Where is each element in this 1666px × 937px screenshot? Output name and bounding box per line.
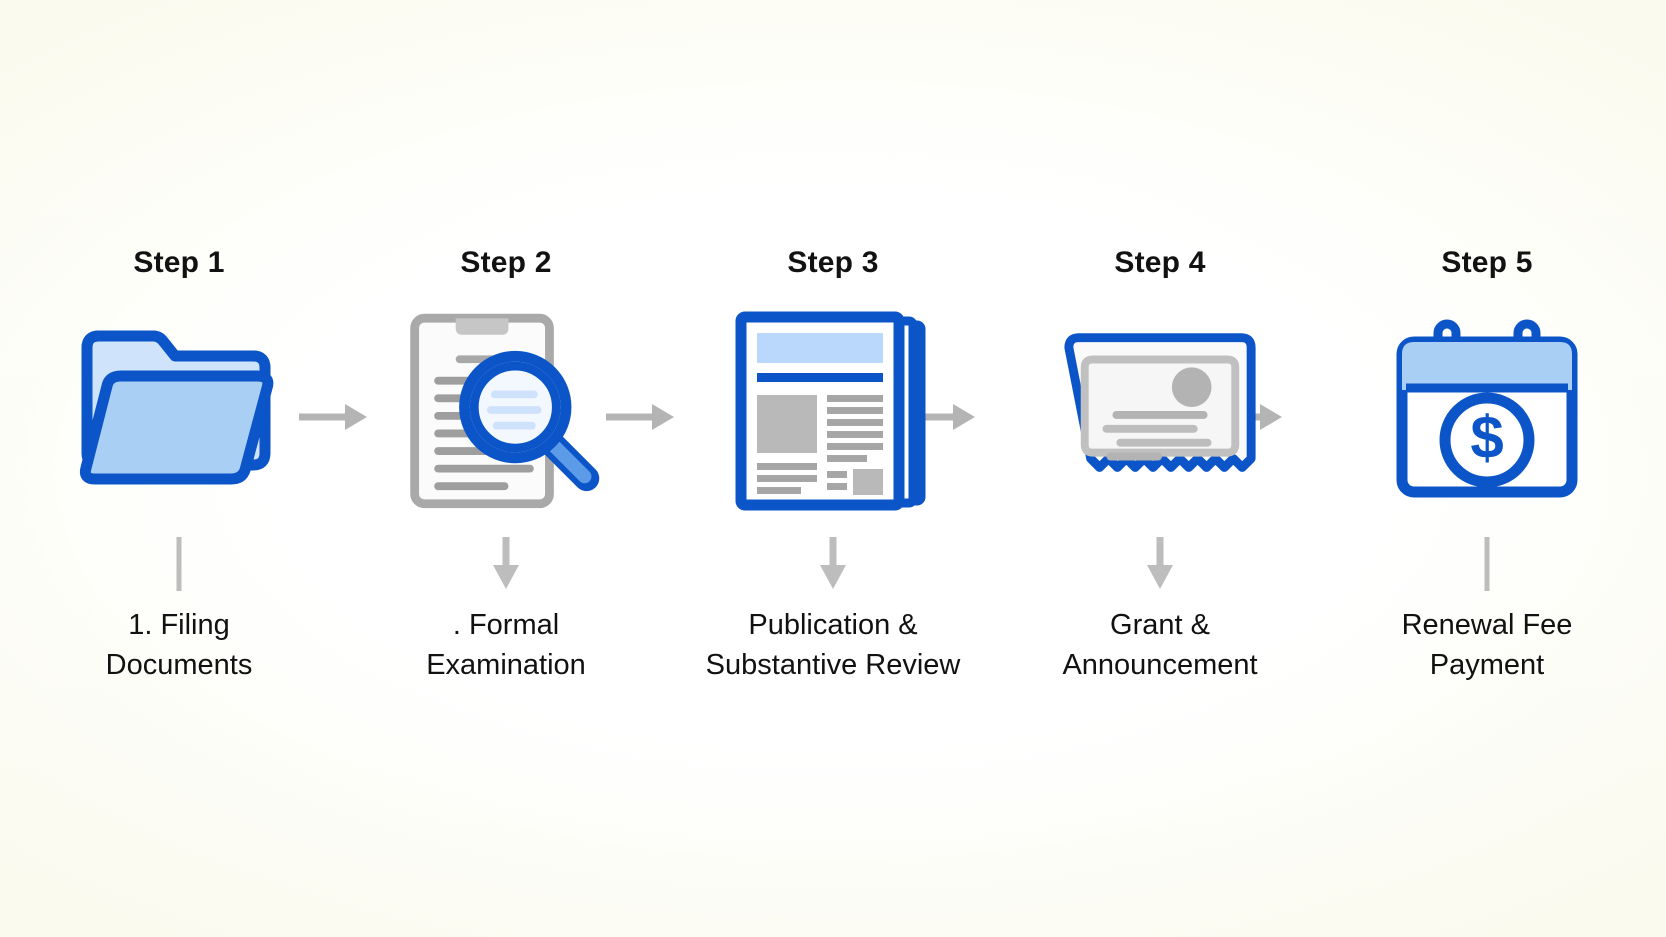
step-1-connector bbox=[175, 535, 183, 597]
step-5-connector bbox=[1483, 535, 1491, 597]
step-3-caption-line-1: Publication & bbox=[748, 609, 918, 641]
step-5-title: Step 5 bbox=[1441, 246, 1533, 279]
step-5-caption-line-2: Payment bbox=[1429, 649, 1545, 681]
certificate-icon bbox=[1064, 332, 1256, 472]
step-2-connector bbox=[489, 535, 523, 597]
step-3[interactable]: Step 3 bbox=[706, 246, 961, 685]
step-2[interactable]: Step 2 bbox=[382, 248, 630, 685]
step-1-caption-line-1: 1. Filing bbox=[128, 609, 230, 641]
step-2-caption: . Formal Examination bbox=[426, 605, 586, 685]
step-2-icon-slot bbox=[401, 308, 611, 513]
step-5-caption: Renewal Fee Payment bbox=[1402, 605, 1573, 685]
step-4-caption: Grant & Announcement bbox=[1062, 605, 1257, 685]
step-4[interactable]: Step 4 bbox=[1036, 248, 1284, 685]
steps-row: Step 1 1. Filing Documents bbox=[55, 248, 1611, 685]
step-2-caption-line-2: Examination bbox=[426, 649, 586, 681]
step-4-title: Step 4 bbox=[1114, 246, 1206, 279]
step-4-connector bbox=[1143, 535, 1177, 597]
step-4-icon-slot bbox=[1055, 308, 1265, 513]
step-1-icon-slot bbox=[74, 308, 284, 513]
step-4-caption-line-1: Grant & bbox=[1110, 609, 1210, 641]
calendar-dollar-icon: $ bbox=[1396, 319, 1578, 498]
arrow-down-icon bbox=[493, 537, 519, 589]
connector-line-icon bbox=[176, 537, 182, 591]
svg-text:$: $ bbox=[1470, 404, 1503, 471]
newspaper-icon bbox=[735, 311, 926, 510]
step-3-caption: Publication & Substantive Review bbox=[706, 605, 961, 685]
step-3-title: Step 3 bbox=[787, 246, 879, 279]
step-3-connector bbox=[816, 535, 850, 597]
step-5[interactable]: Step 5 $ bbox=[1363, 248, 1611, 685]
step-5-icon-slot: $ bbox=[1382, 308, 1592, 513]
arrow-down-icon bbox=[820, 537, 846, 589]
step-1-caption: 1. Filing Documents bbox=[106, 605, 253, 685]
step-1-title: Step 1 bbox=[133, 246, 225, 279]
step-4-caption-line-2: Announcement bbox=[1062, 649, 1258, 681]
document-magnifier-icon bbox=[410, 313, 600, 509]
step-1-caption-line-2: Documents bbox=[105, 649, 253, 681]
step-2-title: Step 2 bbox=[460, 246, 552, 279]
connector-line-icon bbox=[1484, 537, 1490, 591]
step-3-caption-line-2: Substantive Review bbox=[705, 649, 961, 681]
step-3-icon-slot bbox=[728, 308, 938, 513]
folder-icon bbox=[79, 330, 273, 485]
step-5-caption-line-1: Renewal Fee bbox=[1401, 609, 1573, 641]
step-2-caption-line-1: . Formal bbox=[452, 609, 560, 641]
arrow-down-icon bbox=[1147, 537, 1173, 589]
step-1[interactable]: Step 1 1. Filing Documents bbox=[55, 248, 303, 685]
